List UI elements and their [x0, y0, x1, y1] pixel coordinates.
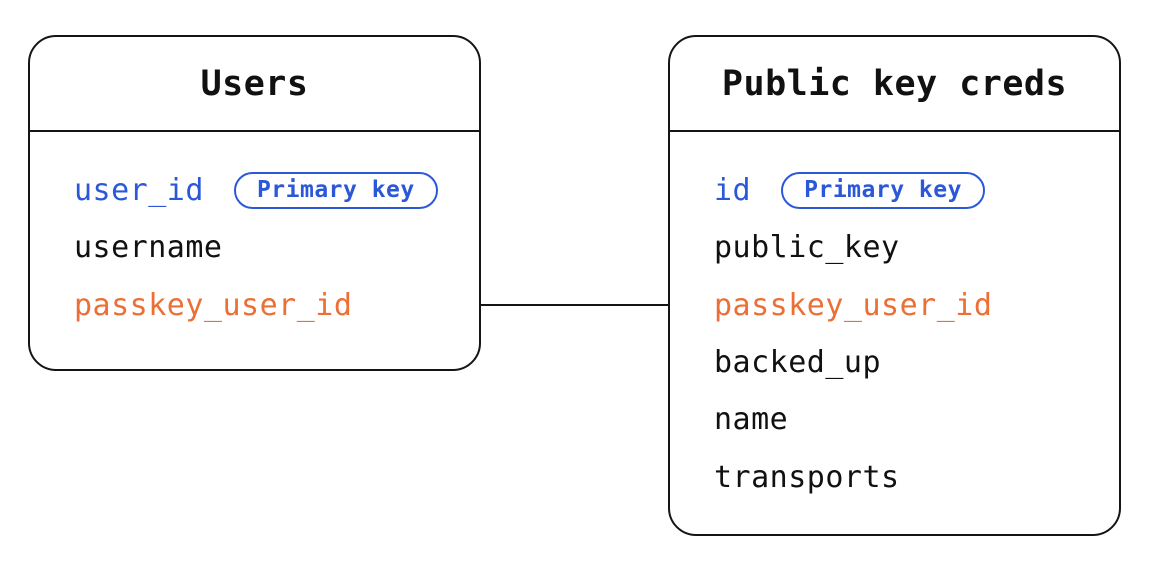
table-public-key-creds-title: Public key creds: [670, 37, 1119, 132]
primary-key-badge: Primary key: [233, 172, 438, 210]
field-passkey-user-id: passkey_user_id: [714, 287, 993, 323]
table-row: passkey_user_id: [74, 277, 469, 334]
field-transports: transports: [714, 459, 900, 495]
table-row: id Primary key: [714, 162, 1109, 219]
table-row: transports: [714, 448, 1109, 505]
field-username: username: [74, 230, 223, 266]
table-row: name: [714, 391, 1109, 448]
field-backed-up: backed_up: [714, 345, 882, 381]
table-row: passkey_user_id: [714, 277, 1109, 334]
table-row: user_id Primary key: [74, 162, 469, 219]
table-users-title: Users: [30, 37, 479, 132]
table-row: public_key: [714, 219, 1109, 276]
field-user-id: user_id: [74, 173, 204, 209]
field-public-key: public_key: [714, 230, 900, 266]
primary-key-badge: Primary key: [781, 172, 985, 210]
table-users: Users user_id Primary key username passk…: [28, 35, 481, 371]
relationship-line: [481, 304, 668, 306]
field-id: id: [714, 173, 752, 209]
table-users-fields: user_id Primary key username passkey_use…: [30, 132, 479, 334]
table-public-key-creds: Public key creds id Primary key public_k…: [668, 35, 1121, 536]
table-row: username: [74, 219, 469, 276]
table-public-key-creds-fields: id Primary key public_key passkey_user_i…: [670, 132, 1119, 506]
field-passkey-user-id: passkey_user_id: [74, 287, 353, 323]
table-row: backed_up: [714, 334, 1109, 391]
field-name: name: [714, 402, 789, 438]
